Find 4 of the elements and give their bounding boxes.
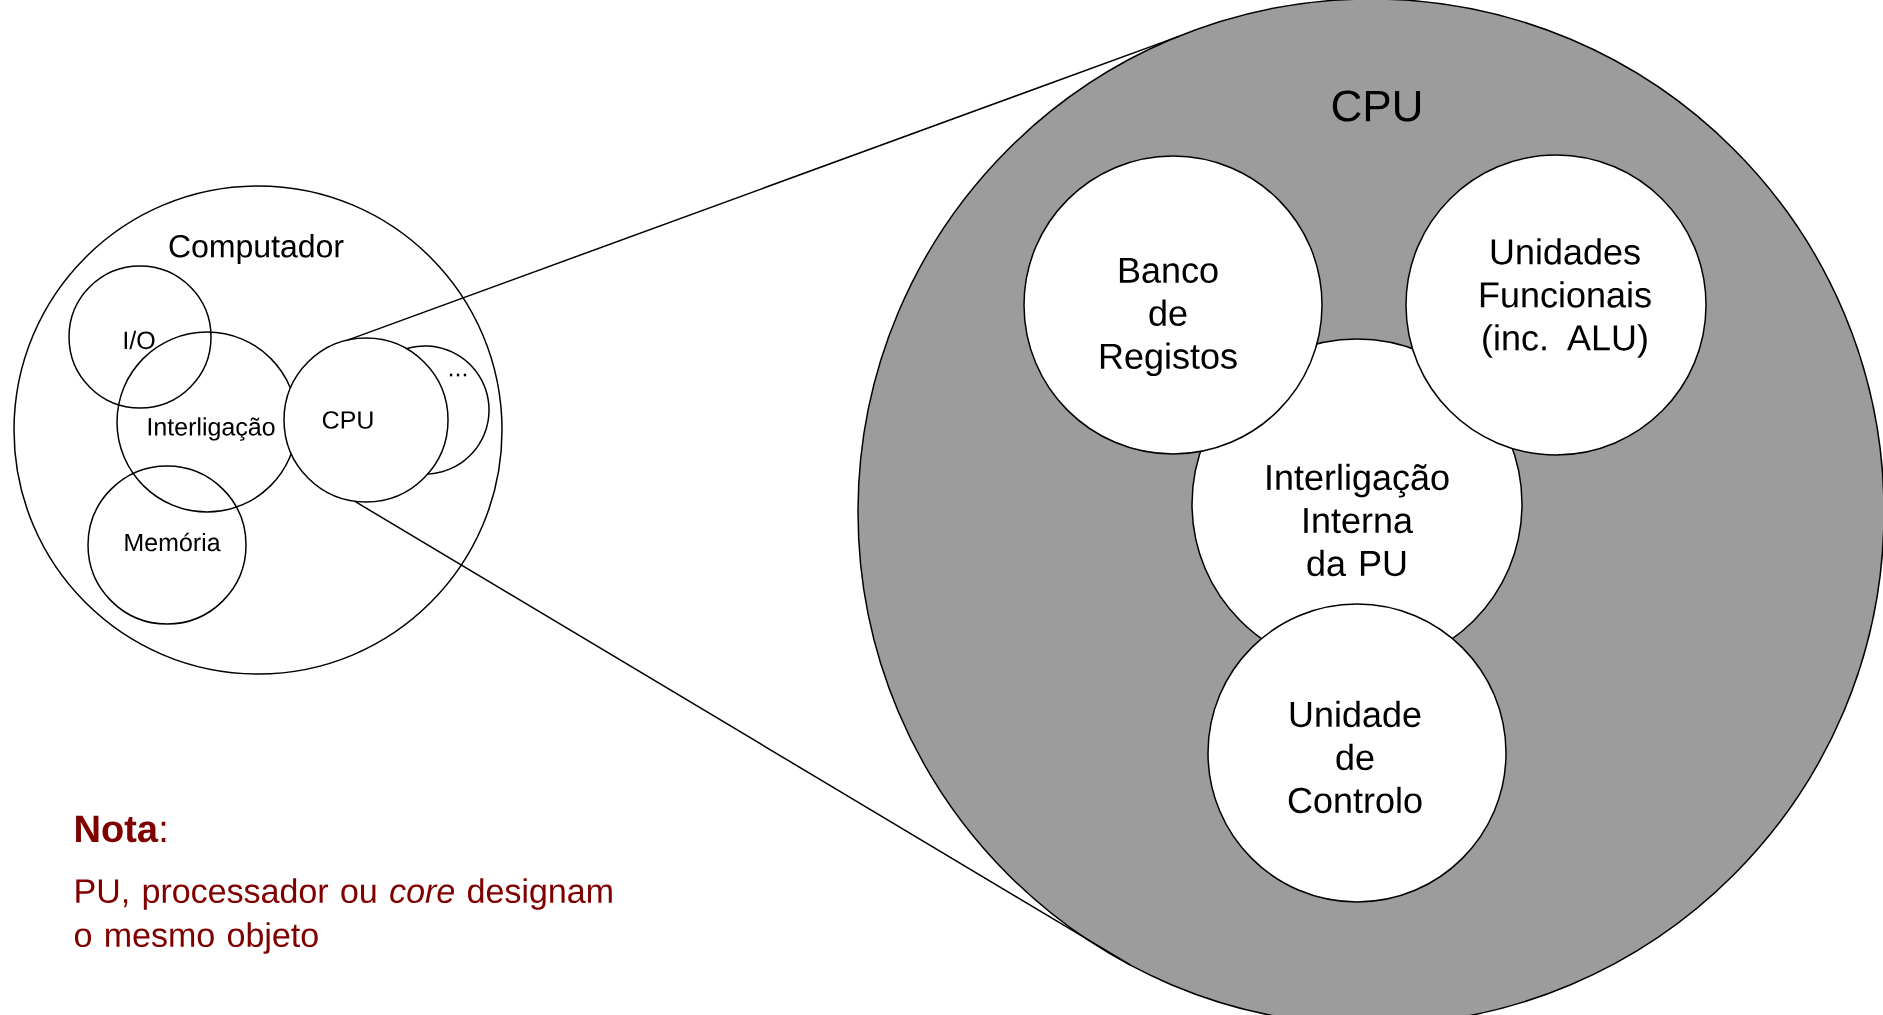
note-text: PU, processador ou core designam o mesmo objeto [74, 878, 612, 954]
zoom-line [353, 500, 1131, 966]
note-text: Nota: [76, 815, 166, 843]
zoom-line [346, 35, 1180, 341]
